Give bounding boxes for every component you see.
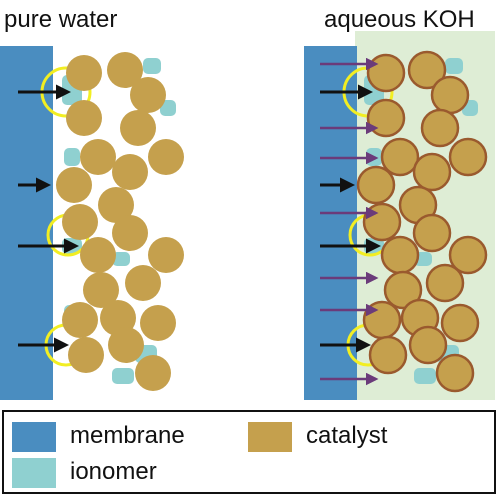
catalyst-particle [407,50,447,90]
ionomer-patch [445,58,463,74]
catalyst-particle [148,139,184,175]
ionomer-patch [112,368,134,384]
catalyst-particle [108,327,144,363]
catalyst-particle [412,213,452,253]
catalyst-swatch [248,422,292,452]
catalyst-particle [135,355,171,391]
catalyst-particle [435,353,475,393]
proton-arrows-left [18,84,79,353]
ion-arrows-right [320,57,381,386]
catalyst-particle [80,237,116,273]
catalyst-particle [366,53,406,93]
legend-label-membrane: membrane [70,422,185,449]
aqueous-koh-panel [304,31,495,400]
ionomer-swatch [12,458,56,488]
catalyst-particle [362,300,402,340]
ionomer-patch [414,368,436,384]
catalyst-particle [366,98,406,138]
catalyst-particle [100,300,136,336]
catalyst-particle [62,302,98,338]
catalyst-particles-left [56,52,184,391]
aqueous-koh-title: aqueous KOH [324,6,475,33]
legend-label-ionomer: ionomer [70,458,157,485]
catalyst-particle [66,55,102,91]
catalyst-particle [62,204,98,240]
catalyst-particle [440,303,480,343]
catalyst-particle [425,263,465,303]
pure-water-title: pure water [4,6,118,33]
ionomer-patch [64,148,80,166]
catalyst-particle [112,215,148,251]
catalyst-particles-right [356,50,488,393]
catalyst-particle [383,270,423,310]
legend-label-catalyst: catalyst [306,422,388,449]
catalyst-particle [80,139,116,175]
catalyst-particle [125,265,161,301]
catalyst-particle [68,337,104,373]
legend: membrane catalyst ionomer [2,410,496,494]
catalyst-particle [408,325,448,365]
catalyst-particle [130,77,166,113]
catalyst-particle [107,52,143,88]
catalyst-particle [448,137,488,177]
pure-water-panel [0,46,184,400]
catalyst-particle [356,165,396,205]
catalyst-particle [362,202,402,242]
catalyst-particle [430,75,470,115]
catalyst-particle [140,305,176,341]
catalyst-particle [56,167,92,203]
catalyst-particle [66,100,102,136]
membrane-swatch [12,422,56,452]
catalyst-particle [98,187,134,223]
catalyst-particle [83,272,119,308]
catalyst-particle [148,237,184,273]
catalyst-particle [112,154,148,190]
ionomer-patch [143,58,161,74]
ionomer-patch [112,252,130,266]
catalyst-particle [120,110,156,146]
ionomer-patch [160,100,176,116]
catalyst-particle [448,235,488,275]
catalyst-particle [420,108,460,148]
catalyst-particle [368,335,408,375]
catalyst-particle [380,235,420,275]
catalyst-particle [380,137,420,177]
catalyst-particle [412,152,452,192]
